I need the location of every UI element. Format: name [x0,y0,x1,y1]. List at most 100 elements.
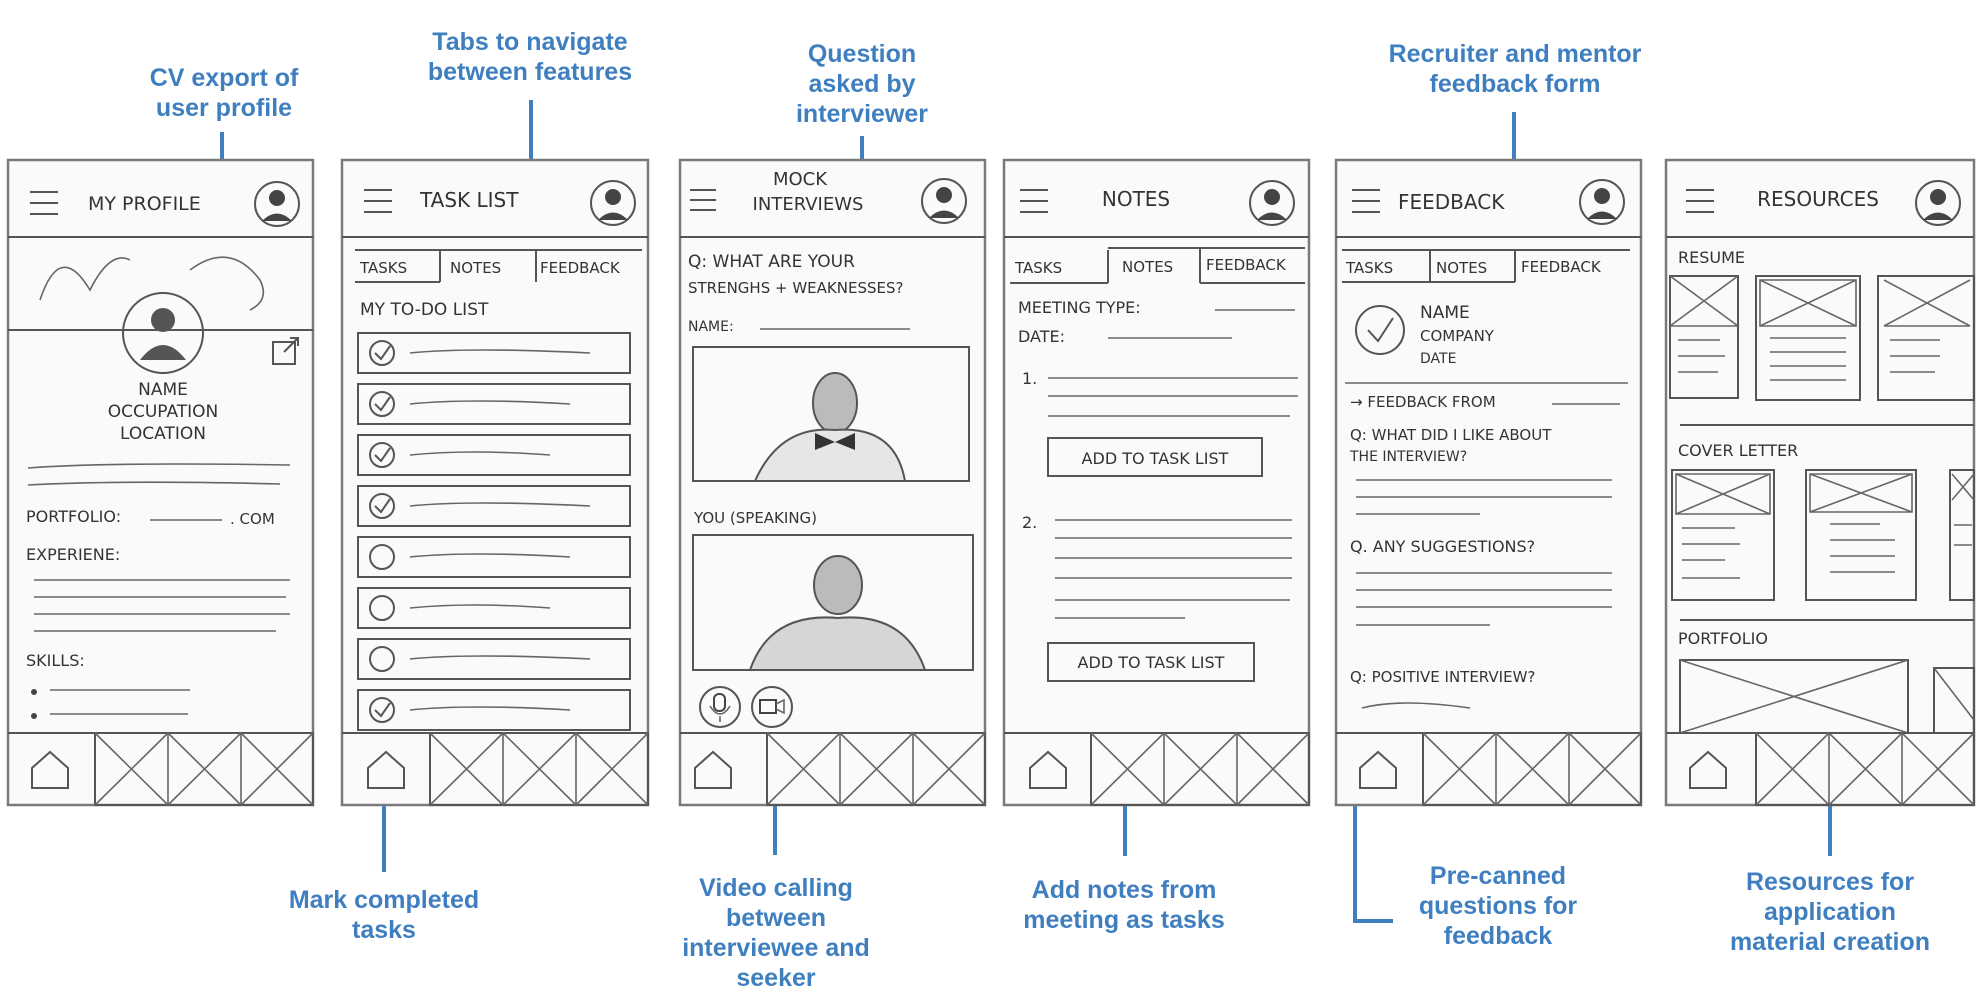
annotation-resources-line3: material creation [1730,928,1930,956]
nav-placeholder[interactable] [94,732,314,806]
annotation-tabs-line1: Tabs to navigate [432,28,628,56]
feedback-from-label: → FEEDBACK FROM [1350,393,1496,411]
checked-circle-icon[interactable] [369,391,395,417]
tab-tasks[interactable]: TASKS [1014,259,1062,277]
hamburger-icon[interactable] [690,189,716,211]
task-item[interactable] [357,485,631,527]
home-icon[interactable] [694,750,732,789]
empty-circle-icon[interactable] [369,646,395,672]
tab-notes[interactable]: NOTES [1122,258,1173,276]
task-item[interactable] [357,587,631,629]
screen-resources: RESOURCES RESUME COVER LETTER PORTFOLI [1664,158,1976,807]
interviewer-video [692,346,970,482]
checked-circle-icon[interactable] [369,442,395,468]
avatar-icon[interactable] [921,178,967,224]
screen-title: FEEDBACK [1398,190,1505,214]
tab-feedback[interactable]: FEEDBACK [1521,258,1602,276]
home-icon[interactable] [367,750,405,789]
nav-placeholder[interactable] [1090,732,1310,806]
screen-title: NOTES [1102,187,1170,211]
nav-placeholder[interactable] [1755,732,1975,806]
checkmark-icon [374,498,391,514]
profile-occupation: OCCUPATION [108,402,219,422]
avatar-icon[interactable] [590,180,636,226]
skills-scribble [50,689,190,715]
note-item-1-number: 1. [1022,369,1037,388]
resume-templates[interactable] [1669,275,1975,401]
task-item[interactable] [357,536,631,578]
answer-2-scribble [1356,572,1612,626]
task-text-scribble [409,502,591,507]
screen-title: MY PROFILE [88,193,201,215]
task-item[interactable] [357,638,631,680]
home-icon[interactable] [1689,750,1727,789]
hamburger-icon[interactable] [1020,189,1048,213]
question-3: Q: POSITIVE INTERVIEW? [1350,668,1535,686]
home-icon[interactable] [1029,750,1067,789]
task-item[interactable] [357,434,631,476]
experience-scribble [34,579,290,632]
screen-frame [1334,158,1643,807]
add-button-label: ADD TO TASK LIST [1078,653,1225,672]
feedback-company: COMPANY [1420,327,1495,345]
avatar-icon[interactable] [1915,180,1961,226]
profile-avatar-icon [122,292,204,374]
checked-circle-icon[interactable] [369,340,395,366]
task-item[interactable] [357,689,631,731]
avatar-icon[interactable] [254,181,300,227]
annotation-question: Question asked by interviewer [796,40,928,251]
interviewer-name-label: NAME: [688,319,734,335]
nav-placeholder[interactable] [1422,732,1642,806]
export-icon[interactable] [272,337,299,365]
checked-circle-icon[interactable] [369,493,395,519]
add-to-task-list-button[interactable]: ADD TO TASK LIST [1047,437,1263,477]
experience-label: EXPERIENE: [26,545,120,564]
question-line2: STRENGHS + WEAKNESSES? [688,279,903,297]
checked-circle-icon[interactable] [369,697,395,723]
hamburger-icon[interactable] [364,189,392,213]
tab-bar: TASKS NOTES FEEDBACK [1010,247,1305,284]
answer-1-scribble [1356,479,1612,515]
camera-icon[interactable] [751,686,793,728]
cover-letter-heading: COVER LETTER [1678,441,1798,460]
add-to-task-list-button[interactable]: ADD TO TASK LIST [1047,642,1255,682]
self-video [692,534,974,671]
nav-placeholder[interactable] [429,732,649,806]
annotation-precanned-line2: questions for [1419,892,1578,920]
checkmark-icon [374,702,391,718]
question-1-line1: Q: WHAT DID I LIKE ABOUT [1350,426,1552,444]
tab-notes[interactable]: NOTES [1436,259,1487,277]
hamburger-icon[interactable] [1352,189,1380,213]
screen-title-line2: INTERVIEWS [753,194,864,215]
home-icon[interactable] [31,750,69,789]
microphone-icon[interactable] [699,686,741,728]
task-text-scribble [409,400,571,405]
tab-feedback[interactable]: FEEDBACK [540,259,621,277]
nav-placeholder[interactable] [766,732,986,806]
empty-circle-icon[interactable] [369,544,395,570]
hamburger-icon[interactable] [1686,189,1714,213]
note-item-2-scribble [1055,519,1292,619]
annotation-video-calling-line1: Video calling [699,874,853,902]
screen-title-line1: MOCK [773,169,828,190]
task-item[interactable] [357,332,631,374]
tab-feedback[interactable]: FEEDBACK [1206,256,1287,274]
tab-tasks[interactable]: TASKS [359,259,407,277]
tab-tasks[interactable]: TASKS [1345,259,1393,277]
annotation-add-notes-line2: meeting as tasks [1023,906,1225,934]
tab-notes[interactable]: NOTES [450,259,501,277]
avatar-icon[interactable] [1579,179,1625,225]
cover-letter-templates[interactable] [1671,469,1975,601]
home-icon[interactable] [1359,750,1397,789]
annotation-question-line2: asked by [808,70,915,98]
hamburger-icon[interactable] [30,191,58,215]
todo-heading: MY TO-DO LIST [360,300,489,320]
checkmark-icon [374,396,391,412]
annotation-feedback-form-line1: Recruiter and mentor [1389,40,1642,68]
task-item[interactable] [357,383,631,425]
meeting-type-label: MEETING TYPE: [1018,298,1141,317]
avatar-icon[interactable] [1249,180,1295,226]
annotation-feedback-form-line2: feedback form [1430,70,1601,98]
empty-circle-icon[interactable] [369,595,395,621]
screen-frame [1002,158,1311,807]
